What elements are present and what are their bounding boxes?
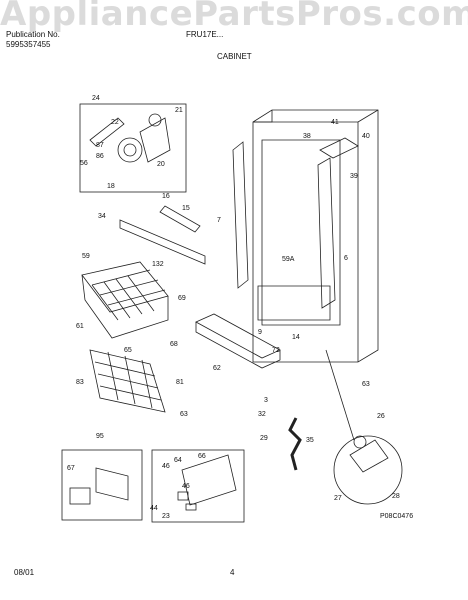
label-95: 95 <box>96 433 104 440</box>
label-39: 39 <box>350 173 358 180</box>
label-27: 27 <box>334 495 342 502</box>
label-26: 26 <box>377 413 385 420</box>
inset-box-left <box>61 449 143 521</box>
label-35: 35 <box>306 437 314 444</box>
label-22: 22 <box>111 119 119 126</box>
label-64: 64 <box>174 457 182 464</box>
label-3: 3 <box>264 397 268 404</box>
footer-page: 4 <box>230 568 235 577</box>
label-62: 62 <box>213 365 221 372</box>
label-24: 24 <box>92 95 100 102</box>
section-title: CABINET <box>217 52 252 61</box>
label-16: 16 <box>162 193 170 200</box>
label-81: 81 <box>176 379 184 386</box>
bracket-part <box>89 117 125 147</box>
basket <box>81 261 169 313</box>
hinge-detail-circle <box>333 435 403 505</box>
label-18: 18 <box>107 183 115 190</box>
label-21: 21 <box>175 107 183 114</box>
label-61: 61 <box>76 323 84 330</box>
label-63a: 63 <box>180 411 188 418</box>
label-72: 72 <box>272 347 280 354</box>
door-gasket <box>232 141 249 289</box>
footer-date: 08/01 <box>14 568 35 577</box>
label-15: 15 <box>182 205 190 212</box>
wire-shelf <box>89 349 166 413</box>
kick-plate <box>195 313 281 359</box>
label-132: 132 <box>152 261 164 268</box>
label-65: 65 <box>124 347 132 354</box>
label-40: 40 <box>362 133 370 140</box>
label-56: 56 <box>80 160 88 167</box>
gear-part <box>117 137 143 163</box>
label-46b: 46 <box>182 483 190 490</box>
label-20: 20 <box>157 161 165 168</box>
label-7: 7 <box>217 217 221 224</box>
label-34: 34 <box>98 213 106 220</box>
label-9: 9 <box>258 329 262 336</box>
inset-box-top <box>79 103 187 193</box>
diagram-code: P08C0476 <box>380 513 413 520</box>
label-46a: 46 <box>162 463 170 470</box>
publication-label: Publication No. <box>6 30 60 39</box>
label-67: 67 <box>67 465 75 472</box>
label-87: 87 <box>96 142 104 149</box>
label-63b: 63 <box>362 381 370 388</box>
label-59a: 59A <box>282 256 295 263</box>
publication-number: 5995357455 <box>6 40 51 49</box>
label-41: 41 <box>331 119 339 126</box>
label-38: 38 <box>303 133 311 140</box>
thermostat-part <box>319 137 359 159</box>
label-14: 14 <box>292 334 300 341</box>
label-28: 28 <box>392 493 400 500</box>
label-6: 6 <box>344 255 348 262</box>
label-68: 68 <box>170 341 178 348</box>
cabinet-body <box>252 109 379 363</box>
label-69: 69 <box>178 295 186 302</box>
label-86: 86 <box>96 153 104 160</box>
inset-box-center <box>151 449 245 523</box>
label-59: 59 <box>82 253 90 260</box>
label-66: 66 <box>198 453 206 460</box>
label-23: 23 <box>162 513 170 520</box>
model-label: FRU17E... <box>186 30 224 39</box>
label-29: 29 <box>260 435 268 442</box>
label-32: 32 <box>258 411 266 418</box>
label-83: 83 <box>76 379 84 386</box>
drain-tube <box>288 417 302 471</box>
rail-part <box>119 219 206 265</box>
label-44: 44 <box>150 505 158 512</box>
watermark: AppliancePartsPros.com <box>0 0 468 34</box>
